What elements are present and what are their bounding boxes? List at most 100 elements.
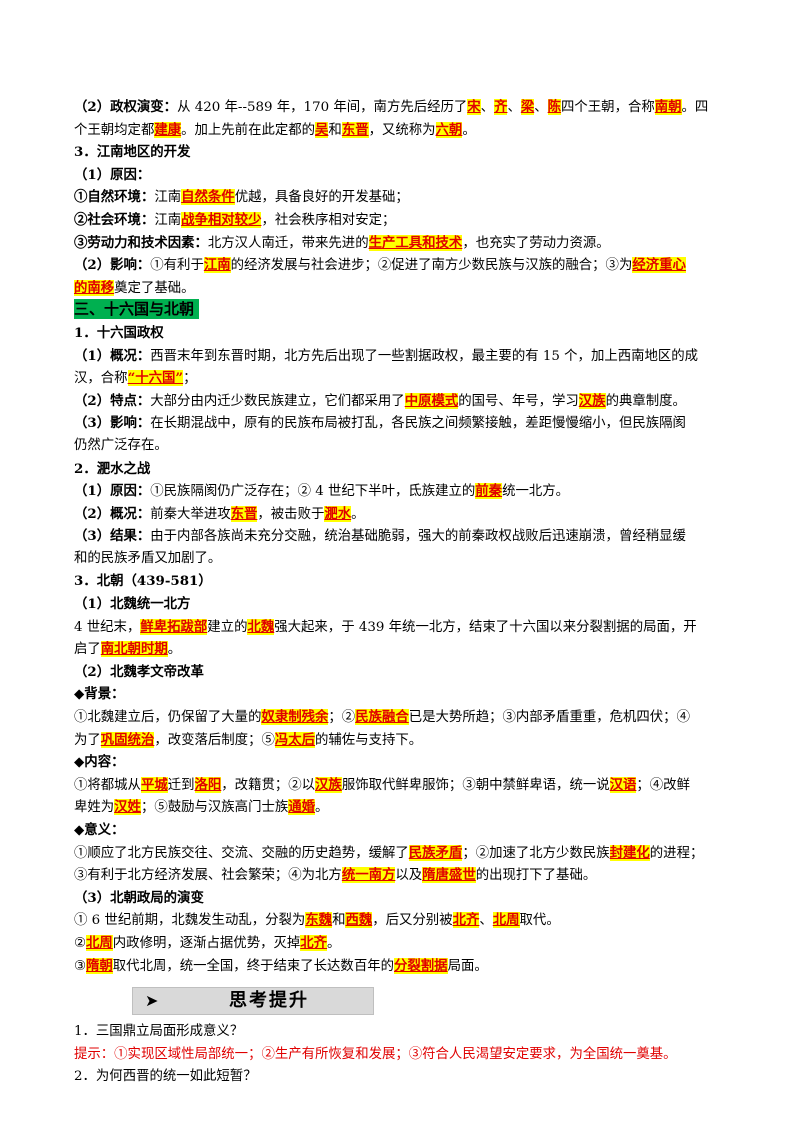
highlighted-term: 中原模式 — [404, 392, 459, 409]
highlighted-term: 通婚 — [288, 799, 316, 816]
text-line: 2．为何西晋的统一如此短暂？ — [74, 1066, 734, 1089]
highlighted-term: 东晋 — [341, 121, 369, 138]
highlighted-term: 东晋 — [230, 505, 258, 522]
highlighted-term: 齐 — [494, 99, 508, 115]
text-run: 个王朝均定都 — [74, 122, 155, 138]
highlighted-term: 陈 — [547, 99, 562, 115]
text-run: 前秦大举进攻 — [150, 506, 231, 522]
highlighted-term: 战争相对较少 — [181, 211, 262, 228]
text-line: ◆意义： — [74, 819, 734, 842]
text-line: 3．北朝（439-581） — [74, 570, 734, 593]
text-run: 取代北周，统一全国，终于结束了长达数百年的 — [112, 958, 394, 974]
highlighted-term: 汉姓 — [114, 799, 141, 816]
highlighted-term: 汉语 — [609, 776, 637, 793]
text-run: 奠定了基础。 — [114, 280, 195, 296]
bold-label: （1）原因： — [74, 483, 151, 500]
text-run: 。 — [315, 800, 329, 816]
bold-label: ◆意义： — [74, 822, 125, 838]
text-run: ，社会秩序相对安定； — [261, 212, 396, 228]
highlighted-term: 淝水 — [324, 505, 352, 522]
arrow-icon: ➤ — [145, 991, 159, 1011]
text-run: 、 — [534, 100, 548, 115]
bold-label: （3）影响： — [74, 415, 151, 432]
text-line: （1）原因： — [74, 164, 734, 187]
text-run: ，改变落后制度；⑤ — [154, 732, 275, 748]
text-run: ③有利于北方经济发展、社会繁荣；④为北方 — [74, 868, 342, 884]
highlighted-term: 梁 — [520, 99, 535, 115]
text-line: 和的民族矛盾又加剧了。 — [74, 548, 734, 571]
think-title-box: ➤ 思考提升 — [132, 987, 374, 1016]
text-run: 、 — [480, 100, 495, 115]
highlighted-term: 宋 — [467, 99, 481, 115]
text-run: ；②加速了北方少数民族 — [462, 845, 610, 861]
highlighted-term: 北周 — [86, 934, 113, 951]
text-run: ； — [183, 371, 197, 387]
text-run: ①顺应了北方民族交往、交流、交融的历史趋势，缓解了 — [74, 845, 409, 861]
text-run: 迁到 — [167, 777, 195, 793]
text-line: （3）影响：在长期混战中，原有的民族布局被打乱，各民族之间频繁接触，差距慢慢缩小… — [74, 412, 734, 435]
text-line: ①顺应了北方民族交往、交流、交融的历史趋势，缓解了民族矛盾；②加速了北方少数民族… — [74, 842, 734, 865]
text-run: ① 6 世纪前期，北魏发生动乱，分裂为 — [74, 913, 306, 929]
bold-label: （2）北魏孝文帝改革 — [74, 663, 204, 680]
text-run: 西晋末年到东晋时期，北方先后出现了一些割据政权，最主要的有 15 个，加上西南地… — [150, 348, 699, 364]
highlighted-term: 西魏 — [345, 912, 373, 929]
text-line: ①自然环境：江南自然条件优越，具备良好的开发基础； — [74, 186, 734, 209]
text-line: ②北周内政修明，逐渐占据优势，灭掉北齐。 — [74, 932, 734, 955]
document-body: （2）政权演变：从 420 年--589 年，170 年间，南方先后经历了宋、齐… — [74, 96, 734, 977]
bold-label: （1）原因： — [74, 166, 151, 183]
text-run: 服饰取代鲜卑服饰；③朝中禁鲜卑语，统一说 — [341, 777, 610, 793]
highlighted-term: 统一南方 — [341, 867, 396, 884]
bold-label: ◆内容： — [74, 754, 125, 771]
text-run: ；④改鲜 — [636, 777, 690, 793]
text-run: 在长期混战中，原有的民族布局被打乱，各民族之间频繁接触，差距慢慢缩小，但民族隔阂 — [150, 416, 686, 432]
text-line: （1）概况：西晋末年到东晋时期，北方先后出现了一些割据政权，最主要的有 15 个… — [74, 345, 734, 368]
highlighted-term: 分裂割据 — [394, 957, 448, 974]
highlighted-term: 前秦 — [475, 483, 503, 500]
text-line: 2．淝水之战 — [74, 458, 734, 481]
text-run: 的辅佐与支持下。 — [315, 732, 423, 748]
text-run: ，又统称为 — [368, 122, 436, 138]
text-line: 1．三国鼎立局面形成意义？ — [74, 1021, 734, 1044]
text-line: ②社会环境：江南战争相对较少，社会秩序相对安定； — [74, 209, 734, 232]
bold-label: （2）特点： — [74, 392, 151, 409]
highlighted-term: 自然条件 — [181, 189, 235, 206]
text-line: （2）政权演变：从 420 年--589 年，170 年间，南方先后经历了宋、齐… — [74, 96, 734, 119]
text-run: 和 — [332, 913, 346, 929]
text-run: 为了 — [74, 732, 101, 748]
text-run: 4 世纪末， — [74, 619, 141, 635]
highlighted-term: 冯太后 — [274, 731, 316, 748]
text-run: 强大起来，于 439 年统一北方，结束了十六国以来分裂割据的局面，开 — [274, 619, 697, 635]
text-run: 启了 — [74, 642, 101, 658]
text-run: 汉，合称 — [74, 371, 128, 387]
bold-label: （2）影响： — [74, 257, 151, 274]
text-run: 的国号、年号，学习 — [458, 393, 579, 409]
text-run: 北方汉人南迁，带来先进的 — [207, 235, 369, 251]
text-line: （1）北魏统一北方 — [74, 593, 734, 616]
text-line: （2）影响：①有利于江南的经济发展与社会进步；②促进了南方少数民族与汉族的融合；… — [74, 254, 734, 277]
text-run: 仍然广泛存在。 — [74, 437, 168, 453]
text-line: （2）北魏孝文帝改革 — [74, 661, 734, 684]
highlighted-term: 北齐 — [300, 934, 328, 951]
highlighted-term: 封建化 — [609, 844, 650, 861]
text-run: 局面。 — [447, 958, 488, 974]
text-run: 和 — [328, 122, 342, 138]
highlighted-term: 经济重心 — [632, 257, 686, 274]
text-line: 为了巩固统治，改变落后制度；⑤冯太后的辅佐与支持下。 — [74, 729, 734, 752]
bold-label: ①自然环境： — [74, 189, 155, 206]
highlighted-term: 平城 — [140, 776, 168, 793]
bold-label: 2．淝水之战 — [74, 460, 151, 477]
text-run: 建立的 — [207, 619, 248, 635]
text-line: ①北魏建立后，仍保留了大量的奴隶制残余；②民族融合已是大势所趋；③内部矛盾重重，… — [74, 706, 734, 729]
text-line: ① 6 世纪前期，北魏发生动乱，分裂为东魏和西魏，后又分别被北齐、北周取代。 — [74, 909, 734, 932]
section-heading-label: 三、十六国与北朝 — [74, 299, 200, 320]
text-run: 三、十六国与北朝 — [74, 300, 195, 319]
bold-label: （3）北朝政局的演变 — [74, 889, 204, 906]
highlighted-term: 民族融合 — [355, 709, 409, 726]
text-run: 内政修明，逐渐占据优势，灭掉 — [112, 935, 301, 951]
text-run: 。四 — [681, 100, 709, 115]
text-line: 1．十六国政权 — [74, 322, 734, 345]
text-line: 4 世纪末，鲜卑拓跋部建立的北魏强大起来，于 439 年统一北方，结束了十六国以… — [74, 616, 734, 639]
text-run: ①北魏建立后，仍保留了大量的 — [74, 710, 262, 726]
text-line: 3．江南地区的开发 — [74, 141, 734, 164]
bold-label: （2）政权演变： — [74, 99, 178, 115]
